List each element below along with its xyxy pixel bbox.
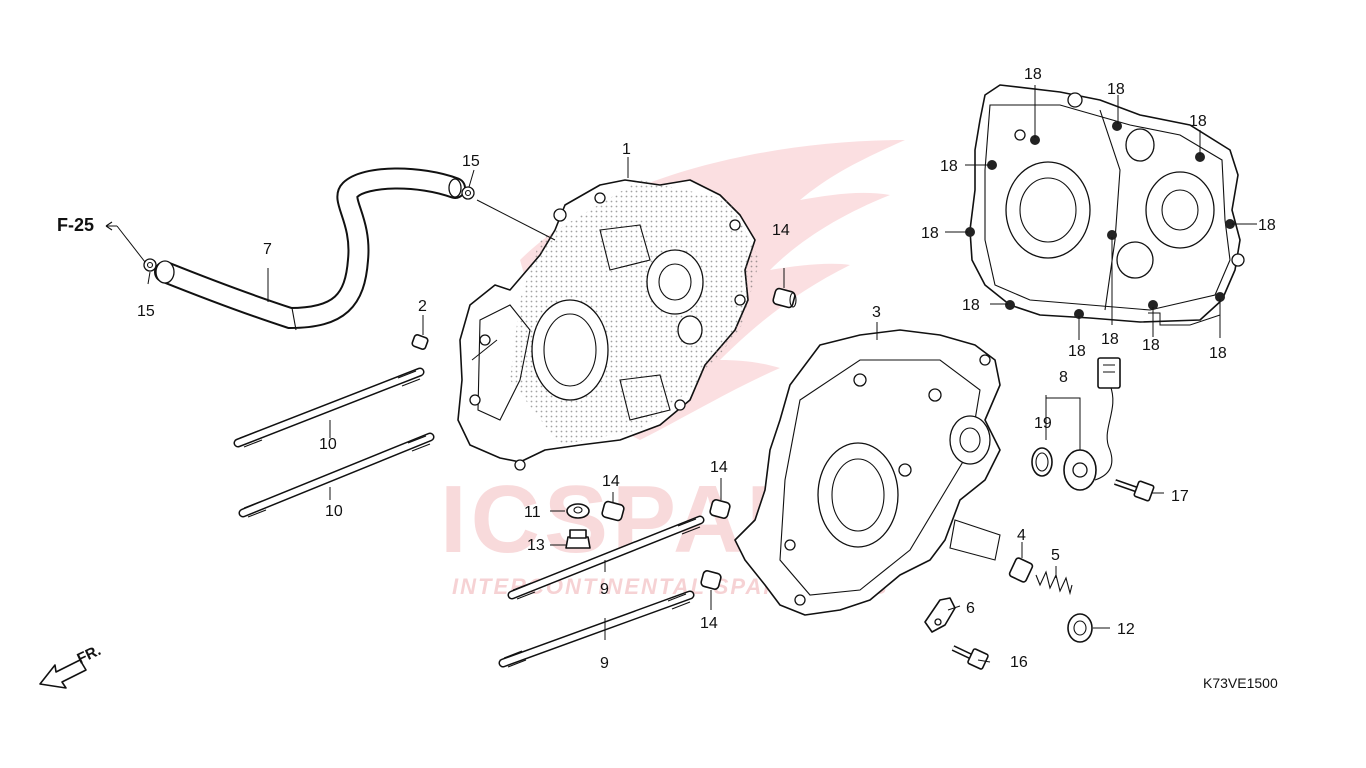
callout-15-right: 15	[462, 153, 480, 170]
callout-8: 8	[1059, 369, 1068, 386]
callout-9-upper: 9	[600, 581, 609, 598]
callout-17: 17	[1171, 488, 1189, 505]
diagram-code: K73VE1500	[1203, 675, 1278, 691]
callout-18-c: 18	[1189, 113, 1207, 130]
left-crankcase	[457, 179, 760, 471]
dowel-pin-14-upper	[772, 287, 797, 309]
spring-5	[1035, 570, 1073, 596]
stopper-plate-6	[924, 597, 956, 633]
front-direction-marker: FR.	[39, 642, 104, 689]
oil-seal-12	[1067, 613, 1093, 643]
callout-18-k: 18	[1209, 345, 1227, 362]
front-arrow-label: FR.	[75, 642, 104, 668]
callout-14-lower: 14	[700, 615, 718, 632]
callout-14-right: 14	[710, 459, 728, 476]
callout-4: 4	[1017, 527, 1026, 544]
callout-10-lower: 10	[325, 503, 343, 520]
stud-bolt-9-lower	[498, 590, 695, 668]
leader-lines	[147, 85, 1257, 663]
callout-19: 19	[1034, 415, 1052, 432]
callout-18-i: 18	[1068, 343, 1086, 360]
callout-5: 5	[1051, 547, 1060, 564]
callout-7: 7	[263, 241, 272, 258]
bolt-17	[1114, 479, 1155, 502]
callout-18-b: 18	[1107, 81, 1125, 98]
callout-18-j: 18	[1142, 337, 1160, 354]
callout-15-left: 15	[137, 303, 155, 320]
tube-clip-right	[461, 186, 475, 200]
oring-19	[1031, 447, 1053, 477]
front-arrow-icon	[39, 659, 87, 689]
dowel-pin-14-mid	[601, 500, 625, 522]
callout-12: 12	[1117, 621, 1135, 638]
callout-10-upper: 10	[319, 436, 337, 453]
right-crankcase	[734, 329, 1001, 616]
bolt-16	[951, 645, 989, 670]
stud-bolt-9-upper	[507, 515, 705, 600]
callout-18-g: 18	[962, 297, 980, 314]
collar-4	[1008, 557, 1034, 583]
crankcase-cover-gasket	[965, 84, 1245, 323]
callout-2: 2	[418, 298, 427, 315]
stud-bolt-10-lower	[238, 432, 435, 518]
stud-bolt-10-upper	[233, 367, 425, 448]
callout-18-f: 18	[921, 225, 939, 242]
callout-14-upper: 14	[772, 222, 790, 239]
gear-position-sensor-8	[1063, 357, 1121, 491]
callout-6: 6	[966, 600, 975, 617]
dowel-pin-14-right	[709, 499, 731, 519]
dowel-pin-14-lower	[700, 570, 722, 590]
callout-11: 11	[524, 504, 541, 521]
reference-arrow-icon	[105, 221, 117, 231]
washer-11	[566, 503, 590, 519]
callout-18-h: 18	[1101, 331, 1119, 348]
reference-f25: F-25	[57, 215, 146, 263]
reference-label: F-25	[57, 215, 94, 235]
stud-bolts	[233, 367, 705, 668]
callout-3: 3	[872, 304, 881, 321]
drain-bolt-13	[565, 529, 591, 549]
callout-14-mid: 14	[602, 473, 620, 490]
callout-18-a: 18	[1024, 66, 1042, 83]
callout-18-e: 18	[1258, 217, 1276, 234]
breather-tube	[154, 167, 466, 331]
callout-18-d: 18	[940, 158, 958, 175]
callout-labels: 1 2 3 4 5 6 7 8 9 9 10 10 11 12 13 14 14…	[137, 66, 1276, 672]
callout-13: 13	[527, 537, 545, 554]
callout-16: 16	[1010, 654, 1028, 671]
callout-1: 1	[622, 141, 631, 158]
callout-9-lower: 9	[600, 655, 609, 672]
tube-clip-left	[143, 258, 157, 272]
dowel-pin-2	[411, 334, 429, 350]
